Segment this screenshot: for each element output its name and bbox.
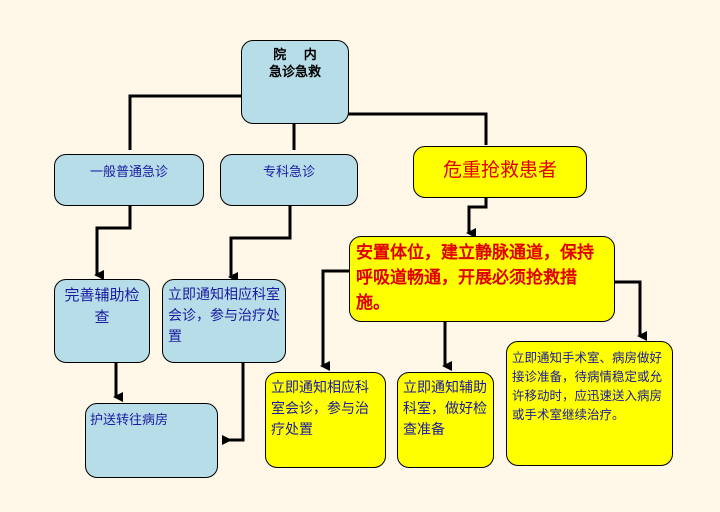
connector-root-general [128,94,241,150]
node-notify-surgery: 立即通知手术室、病房做好接诊准备，待病情稳定或允许移动时，应迅速送入病房或手术室… [506,341,673,466]
node-notify-consult: 立即通知相应科室会诊，参与治疗处置 [265,372,386,468]
node-stabilize-label: 安置体位，建立静脉通道，保持呼吸道畅通，开展必须抢救措施。 [356,243,594,313]
connector-stabilize-consult [320,269,349,371]
node-exam: 完善辅助检查 [54,279,150,363]
connector-notify-transfer [222,363,245,445]
node-root-line1: 院 内 [273,48,317,63]
node-general: 一般普通急诊 [54,154,204,206]
node-exam-label: 完善辅助检查 [64,286,140,326]
node-notify-surgery-label: 立即通知手术室、病房做好接诊准备，待病情稳定或允许移动时，应迅速送入病房或手术室… [512,350,663,422]
connector-specialty-notify [228,205,292,282]
node-notify-consult-label: 立即通知相应科室会诊，参与治疗处置 [271,380,369,438]
node-stabilize: 安置体位，建立静脉通道，保持呼吸道畅通，开展必须抢救措施。 [349,236,615,322]
connector-stabilize-surgery [614,280,647,341]
connector-root-critical [348,112,488,145]
node-root-line2: 急诊急救 [268,65,321,80]
node-critical: 危重抢救患者 [413,146,587,198]
node-transfer: 护送转往病房 [85,403,218,478]
node-critical-label: 危重抢救患者 [442,159,557,181]
node-notify-specialty-label: 立即通知相应科室会诊，参与治疗处置 [168,287,280,345]
node-general-label: 一般普通急诊 [89,165,168,180]
node-root: 院 内 急诊急救 [241,40,349,124]
node-notify-aux-label: 立即通知辅助科室，做好检查准备 [403,380,487,438]
node-transfer-label: 护送转往病房 [90,413,169,428]
connector-critical-stabilize [466,197,488,238]
node-notify-aux: 立即通知辅助科室，做好检查准备 [397,372,494,468]
node-specialty: 专科急诊 [220,154,358,206]
node-specialty-label: 专科急诊 [262,165,315,180]
node-notify-specialty: 立即通知相应科室会诊，参与治疗处置 [162,279,286,363]
connector-general-exam [94,205,132,280]
